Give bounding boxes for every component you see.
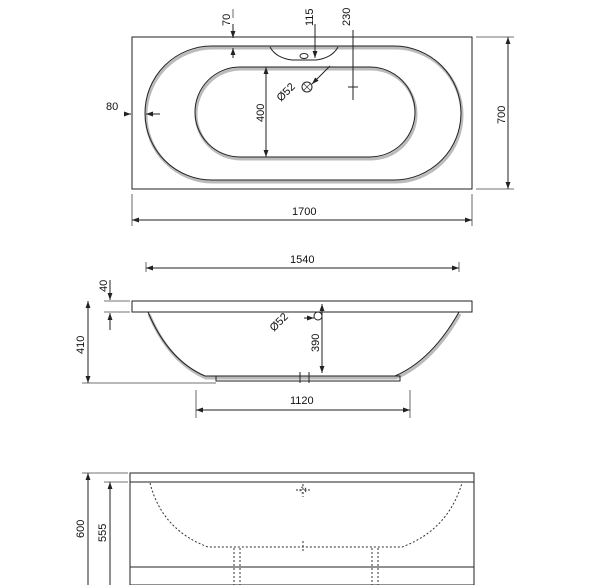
- dim-top-rim-70: 70: [221, 14, 233, 26]
- side-view-body: [147, 311, 460, 377]
- dim-top-basin-400: 400: [255, 104, 267, 122]
- dim-side-bottom-1120: 1120: [290, 395, 314, 407]
- front-view: 600 555: [75, 472, 475, 585]
- dim-side-depth-390: 390: [310, 334, 322, 352]
- front-view-panel: [129, 472, 475, 585]
- dim-side-height-410: 410: [75, 336, 87, 354]
- dim-top-drain-115: 115: [304, 8, 316, 26]
- dim-top-drain-230: 230: [341, 8, 353, 26]
- side-view-rim: [131, 300, 473, 313]
- overflow-hole: [299, 53, 309, 59]
- dim-top-drain-dia: Ø52: [275, 81, 298, 104]
- side-view-overflow: [313, 311, 323, 321]
- top-view-basin-shadow: [194, 67, 418, 161]
- front-view-hidden-basin: [149, 482, 463, 548]
- top-view-outline: [131, 36, 473, 190]
- side-view: 1540 40 410 390 Ø52 1120: [75, 254, 473, 418]
- drain-circle: [301, 81, 313, 93]
- dim-front-height-600: 600: [75, 520, 87, 538]
- overflow-recess: [269, 46, 339, 61]
- top-view-basin: [194, 66, 416, 158]
- top-view: 70 115 230 Ø52 400 80 700 1700: [106, 8, 514, 226]
- dim-top-width-700: 700: [496, 106, 508, 124]
- dim-side-rim-40: 40: [98, 280, 110, 292]
- dim-side-drain-dia: Ø52: [268, 311, 291, 334]
- dim-top-side-80: 80: [106, 101, 118, 113]
- dim-top-length-1700: 1700: [292, 206, 316, 218]
- side-view-base: [215, 375, 401, 382]
- dim-front-leg-555: 555: [97, 524, 109, 542]
- top-view-rim: [144, 45, 462, 181]
- dim-side-length-1540: 1540: [290, 254, 314, 266]
- side-view-body-shadow: [147, 313, 462, 380]
